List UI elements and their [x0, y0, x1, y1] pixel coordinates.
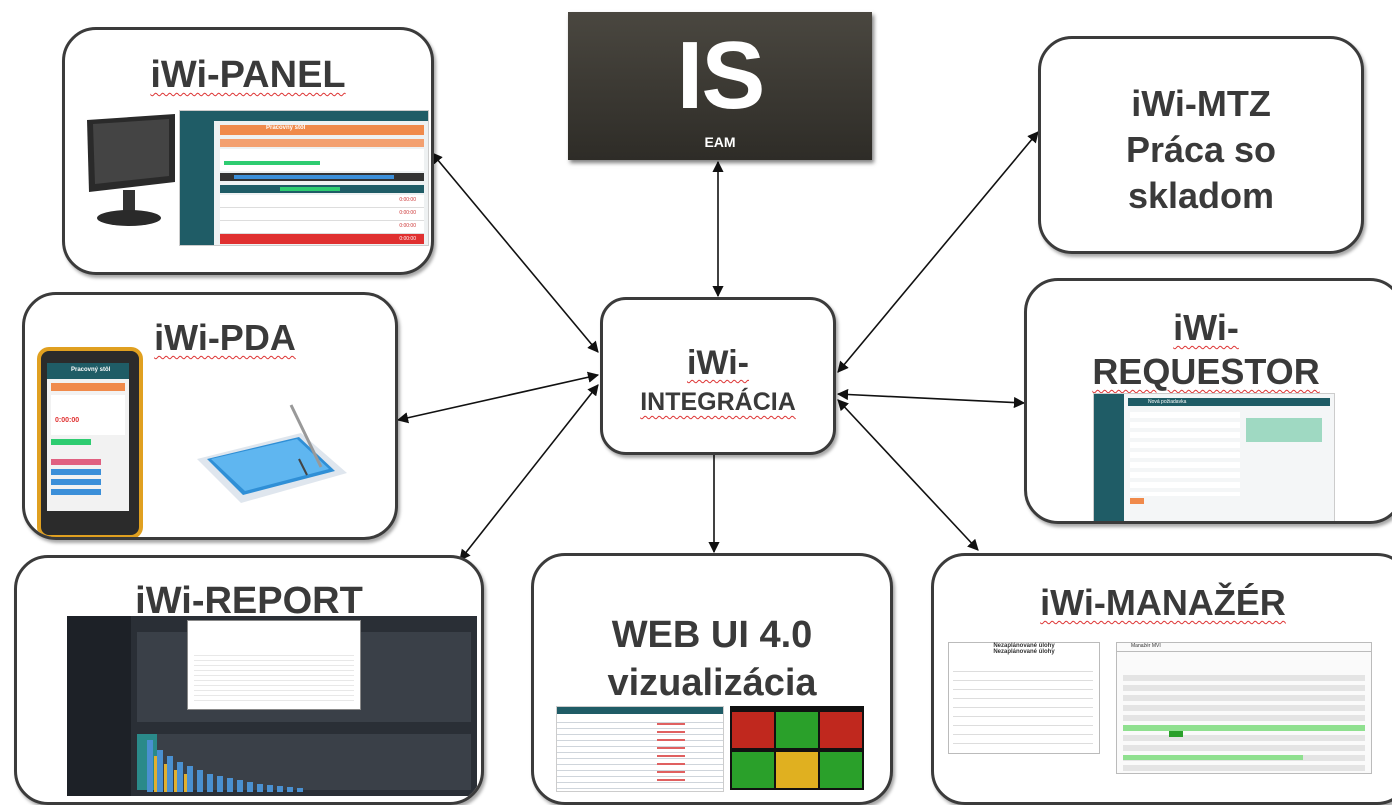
requestor-screenshot: Nová požiadavka — [1093, 393, 1335, 521]
report-box: iWi-REPORT — [14, 555, 484, 805]
pda-device-image: Pracovný stôl 0:00:00 — [37, 347, 143, 537]
pda-app-header: Pracovný stôl — [71, 367, 111, 373]
pda-box: iWi-PDA Pracovný stôl 0:00:00 — [22, 292, 398, 540]
mtz-line1: iWi-MTZ — [1131, 83, 1271, 124]
monitor-image — [87, 114, 175, 226]
webui-box: WEB UI 4.0 vizualizácia — [531, 553, 893, 805]
arrow-panel — [431, 152, 599, 353]
panel-row-4-time: 0:00:00 — [399, 236, 416, 242]
pda-title: iWi-PDA — [154, 317, 296, 358]
webui-line1: WEB UI 4.0 — [611, 614, 813, 656]
panel-screenshot: Pracovný stôl 0:00:00 0:00:00 0:00:00 0:… — [179, 110, 429, 246]
arrow-pda — [396, 371, 600, 424]
is-title: IS — [676, 22, 766, 129]
manazer-table-title: Nezaplánované úlohy — [993, 643, 1055, 649]
panel-row-3-time: 0:00:00 — [399, 223, 416, 229]
panel-box: iWi-PANEL Pracovný stôl 0:00:00 0:00:00 — [62, 27, 434, 275]
manazer-title: iWi-MANAŽÉR — [1040, 582, 1286, 623]
pda-amount: 0:00:00 — [55, 417, 80, 424]
requestor-line2: REQUESTOR — [1092, 351, 1320, 392]
mtz-box: iWi-MTZ Práca so skladom — [1038, 36, 1364, 254]
mtz-line2: Práca so — [1125, 129, 1277, 170]
report-title: iWi-REPORT — [135, 580, 363, 622]
is-subtitle: EAM — [704, 134, 736, 150]
webui-line2: vizualizácia — [607, 662, 817, 704]
integracia-box: iWi- INTEGRÁCIA — [600, 297, 836, 455]
panel-row-2-time: 0:00:00 — [399, 210, 416, 216]
integracia-line1: iWi- — [686, 344, 749, 382]
arrow-report — [459, 384, 599, 561]
requestor-app-header: Nová požiadavka — [1148, 399, 1187, 405]
requestor-box: iWi- REQUESTOR Nová požiadavka — [1024, 278, 1392, 524]
manazer-table-subtitle: Nezaplánované úlohy — [993, 649, 1055, 655]
panel-app-header: Pracovný stôl — [266, 125, 306, 131]
arrow-mtz — [837, 131, 1039, 373]
is-eam-box: IS EAM — [568, 12, 872, 160]
manazer-grid-screenshot: Manažér MVI — [1116, 642, 1372, 774]
webui-tiles-screenshot — [730, 706, 864, 790]
webui-table-screenshot — [556, 706, 724, 792]
arrow-manazer — [837, 399, 979, 551]
requestor-line1: iWi- — [1173, 307, 1239, 348]
manazer-table-screenshot: Nezaplánované úlohy Nezaplánované úlohy — [948, 642, 1100, 754]
report-screenshot — [67, 616, 477, 796]
panel-title: iWi-PANEL — [150, 54, 346, 96]
integracia-line2: INTEGRÁCIA — [640, 388, 796, 416]
manazer-box: iWi-MANAŽÉR Nezaplánované úlohy Nezaplán… — [931, 553, 1392, 805]
mtz-line3: skladom — [1127, 175, 1275, 216]
panel-row-1-time: 0:00:00 — [399, 197, 416, 203]
tablet-pen-image — [197, 404, 347, 503]
arrow-requestor — [836, 388, 1026, 409]
manazer-grid-title: Manažér MVI — [1131, 643, 1161, 649]
